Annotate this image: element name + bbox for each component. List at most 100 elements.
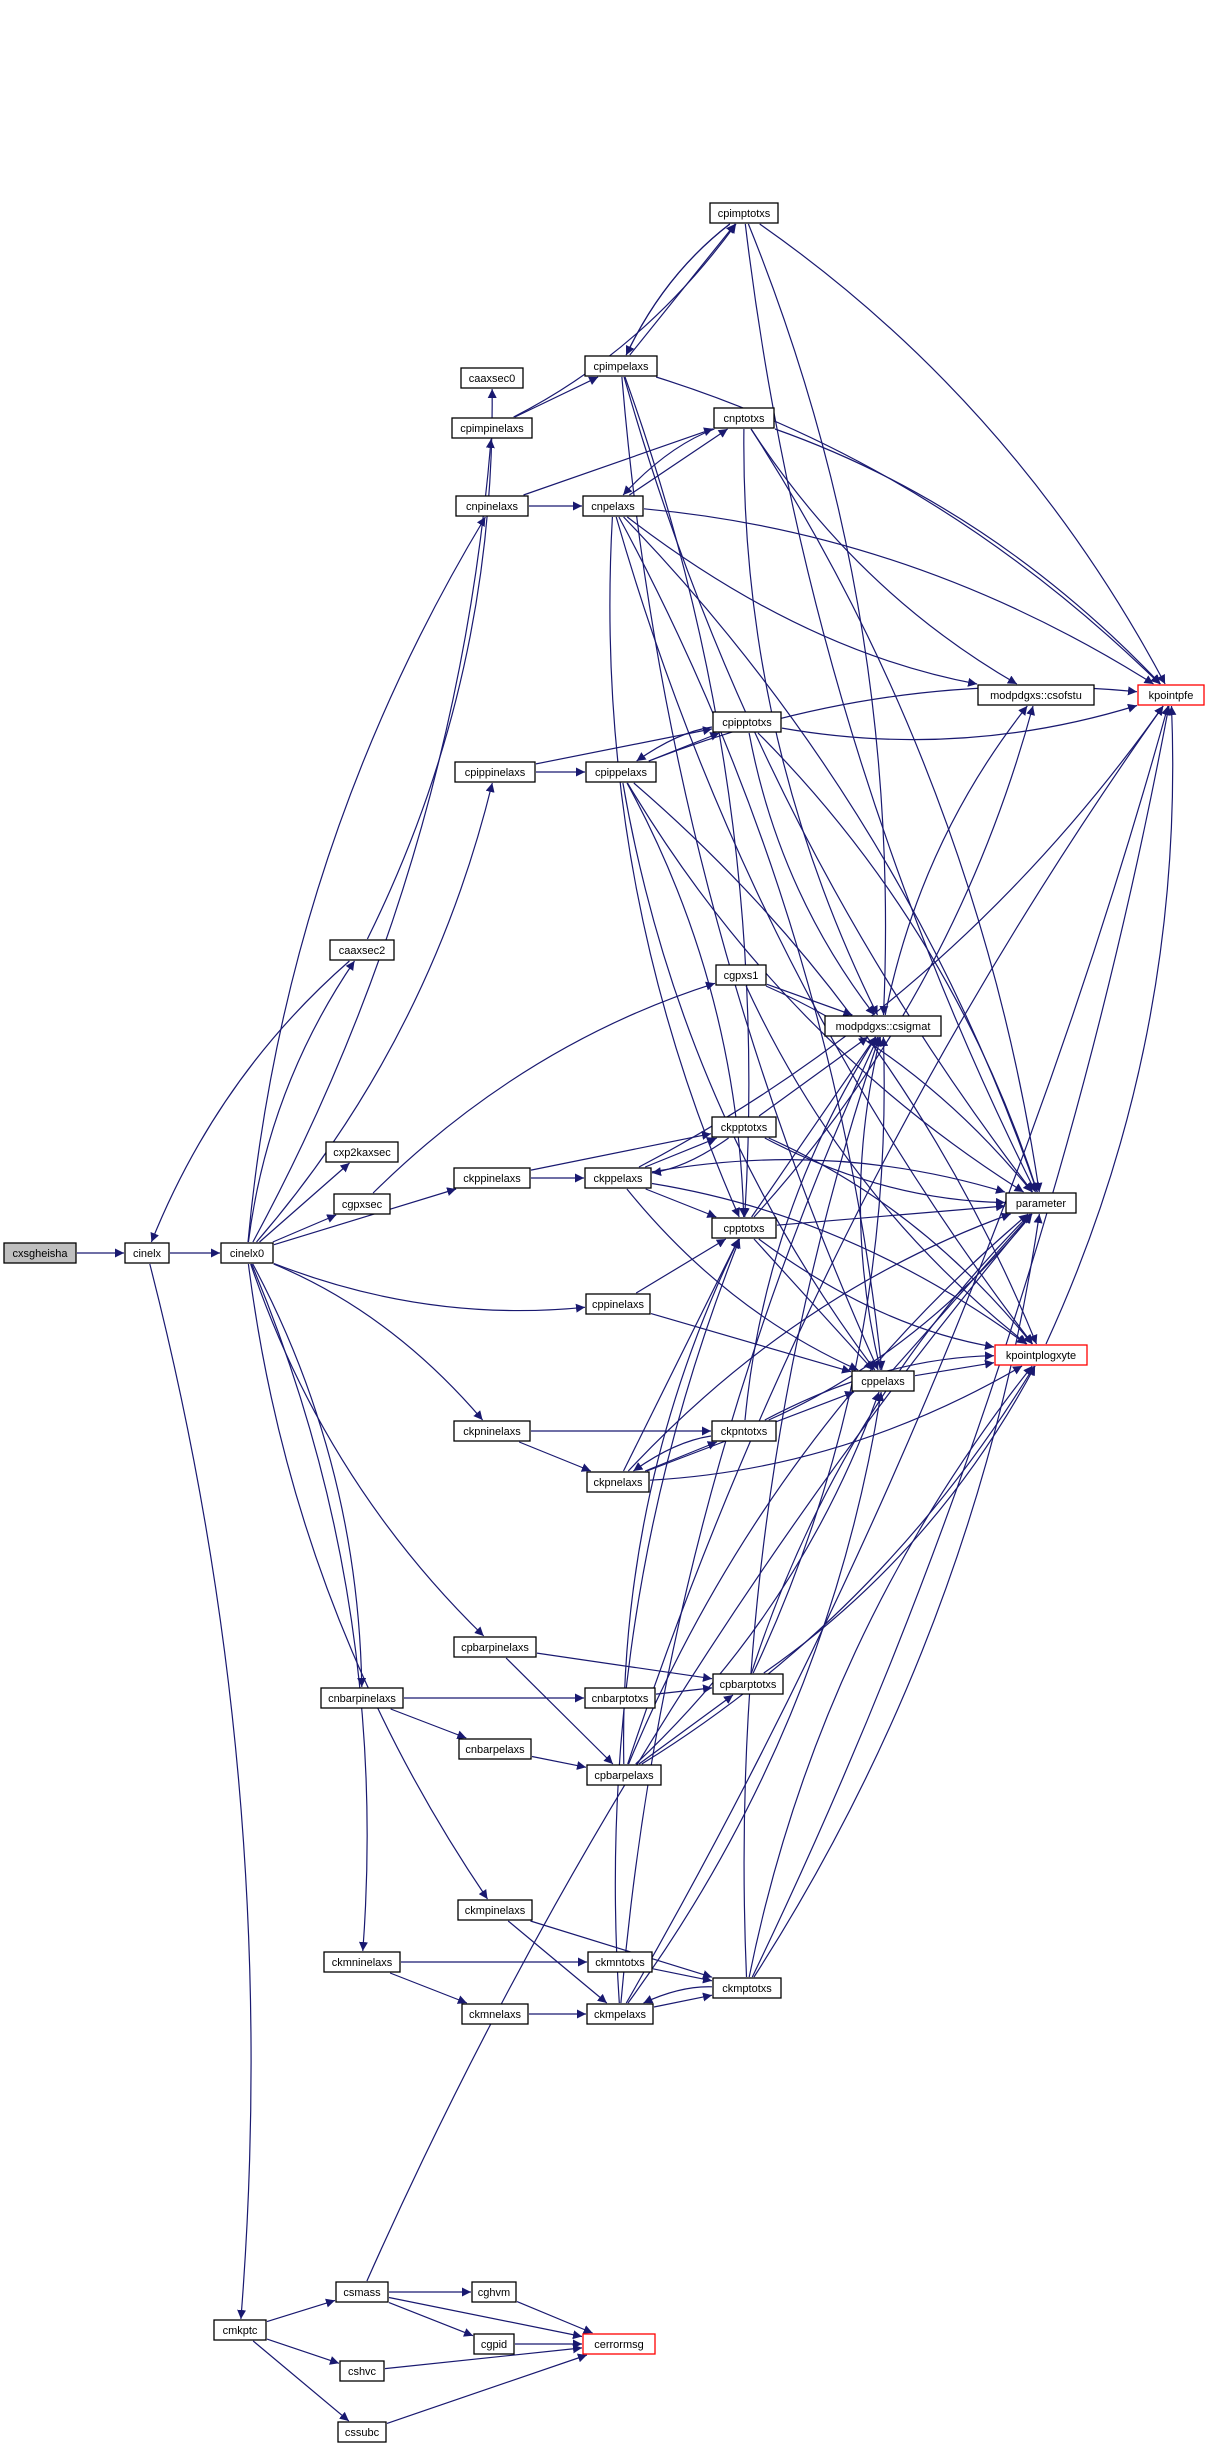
node-ckppelaxs[interactable]: ckppelaxs bbox=[584, 1167, 652, 1189]
node-box[interactable] bbox=[977, 684, 1095, 706]
node-box[interactable] bbox=[473, 2333, 515, 2355]
node-box[interactable] bbox=[711, 1420, 777, 1442]
node-box[interactable] bbox=[220, 1242, 274, 1264]
node-cgpxs1[interactable]: cgpxs1 bbox=[715, 964, 767, 986]
node-cssubc[interactable]: cssubc bbox=[337, 2421, 387, 2443]
node-cnbarpinelaxs[interactable]: cnbarpinelaxs bbox=[320, 1687, 404, 1709]
node-box[interactable] bbox=[457, 1899, 533, 1921]
node-box[interactable] bbox=[584, 355, 658, 377]
node-kpointpfe[interactable]: kpointpfe bbox=[1137, 684, 1205, 706]
node-box[interactable] bbox=[713, 407, 775, 429]
node-ckmptotxs[interactable]: ckmptotxs bbox=[712, 1977, 782, 1999]
node-cxp2kaxsec[interactable]: cxp2kaxsec bbox=[325, 1141, 399, 1163]
node-csmass[interactable]: csmass bbox=[335, 2281, 389, 2303]
node-ckpninelaxs[interactable]: ckpninelaxs bbox=[453, 1420, 531, 1442]
node-box[interactable] bbox=[1137, 684, 1205, 706]
node-cinelx0[interactable]: cinelx0 bbox=[220, 1242, 274, 1264]
node-cppinelaxs[interactable]: cppinelaxs bbox=[585, 1293, 651, 1315]
node-box[interactable] bbox=[584, 1167, 652, 1189]
node-cinelx[interactable]: cinelx bbox=[124, 1242, 170, 1264]
node-box[interactable] bbox=[1005, 1192, 1077, 1214]
node-cgpxsec[interactable]: cgpxsec bbox=[333, 1193, 391, 1215]
node-box[interactable] bbox=[582, 495, 644, 517]
node-box[interactable] bbox=[453, 1636, 537, 1658]
node-box[interactable] bbox=[329, 939, 395, 961]
node-cpipptotxs[interactable]: cpipptotxs bbox=[712, 711, 782, 733]
node-box[interactable] bbox=[585, 1293, 651, 1315]
node-cpbarpelaxs[interactable]: cpbarpelaxs bbox=[586, 1764, 662, 1786]
node-ckpntotxs[interactable]: ckpntotxs bbox=[711, 1420, 777, 1442]
node-cpippelaxs[interactable]: cpippelaxs bbox=[585, 761, 657, 783]
node-ckmninelaxs[interactable]: ckmninelaxs bbox=[323, 1951, 401, 1973]
node-box[interactable] bbox=[584, 1687, 656, 1709]
node-box[interactable] bbox=[451, 417, 533, 439]
node-cpippinelaxs[interactable]: cpippinelaxs bbox=[454, 761, 536, 783]
node-caaxsec0[interactable]: caaxsec0 bbox=[460, 367, 524, 389]
node-box[interactable] bbox=[325, 1141, 399, 1163]
node-box[interactable] bbox=[712, 1673, 784, 1695]
node-box[interactable] bbox=[711, 1116, 777, 1138]
node-cpimpelaxs[interactable]: cpimpelaxs bbox=[584, 355, 658, 377]
node-box[interactable] bbox=[471, 2281, 517, 2303]
node-cnbarpelaxs[interactable]: cnbarpelaxs bbox=[458, 1738, 532, 1760]
node-box[interactable] bbox=[586, 2003, 654, 2025]
node-box[interactable] bbox=[585, 761, 657, 783]
node-box[interactable] bbox=[454, 761, 536, 783]
node-box[interactable] bbox=[335, 2281, 389, 2303]
node-box[interactable] bbox=[333, 1193, 391, 1215]
node-cpptotxs[interactable]: cpptotxs bbox=[711, 1217, 777, 1239]
node-box[interactable] bbox=[709, 202, 779, 224]
node-box[interactable] bbox=[582, 2333, 656, 2355]
node-box[interactable] bbox=[339, 2360, 385, 2382]
node-ckmpinelaxs[interactable]: ckmpinelaxs bbox=[457, 1899, 533, 1921]
node-parameter[interactable]: parameter bbox=[1005, 1192, 1077, 1214]
node-cgpid[interactable]: cgpid bbox=[473, 2333, 515, 2355]
node-box[interactable] bbox=[824, 1015, 942, 1037]
node-box[interactable] bbox=[994, 1344, 1088, 1366]
node-ckpnelaxs[interactable]: ckpnelaxs bbox=[586, 1471, 650, 1493]
node-box[interactable] bbox=[587, 1951, 653, 1973]
node-cppelaxs[interactable]: cppelaxs bbox=[851, 1370, 915, 1392]
node-box[interactable] bbox=[851, 1370, 915, 1392]
node-csigmat[interactable]: modpdgxs::csigmat bbox=[824, 1015, 942, 1037]
node-cnpelaxs[interactable]: cnpelaxs bbox=[582, 495, 644, 517]
node-box[interactable] bbox=[3, 1242, 77, 1264]
node-cnpinelaxs[interactable]: cnpinelaxs bbox=[455, 495, 529, 517]
node-caaxsec2[interactable]: caaxsec2 bbox=[329, 939, 395, 961]
node-cpbarptotxs[interactable]: cpbarptotxs bbox=[712, 1673, 784, 1695]
node-ckmpelaxs[interactable]: ckmpelaxs bbox=[586, 2003, 654, 2025]
node-box[interactable] bbox=[711, 1217, 777, 1239]
node-box[interactable] bbox=[586, 1471, 650, 1493]
node-cxsgheisha[interactable]: cxsgheisha bbox=[3, 1242, 77, 1264]
node-box[interactable] bbox=[458, 1738, 532, 1760]
node-cnptotxs[interactable]: cnptotxs bbox=[713, 407, 775, 429]
node-ckppinelaxs[interactable]: ckppinelaxs bbox=[453, 1167, 531, 1189]
node-cpimptotxs[interactable]: cpimptotxs bbox=[709, 202, 779, 224]
node-cpbarpinelaxs[interactable]: cpbarpinelaxs bbox=[453, 1636, 537, 1658]
node-ckmntotxs[interactable]: ckmntotxs bbox=[587, 1951, 653, 1973]
node-box[interactable] bbox=[213, 2319, 267, 2341]
node-box[interactable] bbox=[453, 1167, 531, 1189]
node-box[interactable] bbox=[461, 2003, 529, 2025]
node-box[interactable] bbox=[712, 711, 782, 733]
node-cmkptc[interactable]: cmkptc bbox=[213, 2319, 267, 2341]
node-box[interactable] bbox=[323, 1951, 401, 1973]
node-box[interactable] bbox=[337, 2421, 387, 2443]
node-box[interactable] bbox=[460, 367, 524, 389]
node-ckpptotxs[interactable]: ckpptotxs bbox=[711, 1116, 777, 1138]
node-cghvm[interactable]: cghvm bbox=[471, 2281, 517, 2303]
node-kpointplogxyte[interactable]: kpointplogxyte bbox=[994, 1344, 1088, 1366]
node-box[interactable] bbox=[453, 1420, 531, 1442]
node-cnbarptotxs[interactable]: cnbarptotxs bbox=[584, 1687, 656, 1709]
node-csofstu[interactable]: modpdgxs::csofstu bbox=[977, 684, 1095, 706]
node-ckmnelaxs[interactable]: ckmnelaxs bbox=[461, 2003, 529, 2025]
node-box[interactable] bbox=[712, 1977, 782, 1999]
node-box[interactable] bbox=[586, 1764, 662, 1786]
node-cpimpinelaxs[interactable]: cpimpinelaxs bbox=[451, 417, 533, 439]
node-box[interactable] bbox=[715, 964, 767, 986]
node-box[interactable] bbox=[124, 1242, 170, 1264]
node-cshvc[interactable]: cshvc bbox=[339, 2360, 385, 2382]
node-box[interactable] bbox=[455, 495, 529, 517]
node-cerrormsg[interactable]: cerrormsg bbox=[582, 2333, 656, 2355]
node-box[interactable] bbox=[320, 1687, 404, 1709]
